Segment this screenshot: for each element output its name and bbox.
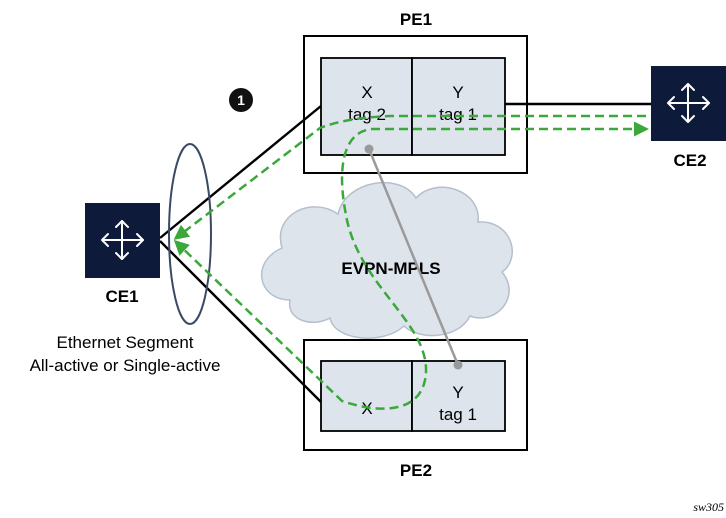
pe2-label: PE2 — [400, 461, 432, 480]
pseudowire-endpoint-pe2 — [453, 360, 463, 370]
pe2-y-tag: tag 1 — [439, 405, 477, 424]
step-marker: 1 — [229, 88, 253, 112]
pe1-label: PE1 — [400, 10, 432, 29]
pe1-router[interactable]: PE1 X tag 2 Y tag 1 — [303, 10, 528, 174]
step-marker-circle — [229, 88, 253, 112]
pseudowire-endpoint-pe1 — [364, 144, 374, 154]
ce2-label: CE2 — [673, 151, 706, 170]
traffic-paths — [173, 114, 649, 410]
pe2-y-name: Y — [452, 383, 463, 402]
pe2-vrf-y[interactable] — [411, 360, 506, 432]
ce2-move-arrows-icon — [667, 83, 710, 123]
ce1-to-pe2-link — [159, 240, 322, 403]
ce1-label: CE1 — [105, 287, 138, 306]
figure-reference-id: sw305 — [693, 500, 724, 514]
ethernet-segment-label: Ethernet Segment — [56, 333, 193, 352]
pe1-y-tag: tag 1 — [439, 105, 477, 124]
step-marker-number: 1 — [237, 92, 245, 108]
pe1-x-name: X — [361, 83, 372, 102]
pe1-x-tag: tag 2 — [348, 105, 386, 124]
ce1-router[interactable]: CE1 — [85, 203, 160, 306]
evpn-mpls-cloud: EVPN-MPLS — [260, 181, 513, 339]
cloud-label: EVPN-MPLS — [341, 259, 440, 278]
pe1-y-name: Y — [452, 83, 463, 102]
ce2-router[interactable]: CE2 — [651, 66, 726, 170]
pe2-router[interactable]: PE2 X Y tag 1 — [303, 339, 528, 480]
ethernet-segment-ellipse — [168, 143, 212, 325]
ce1-move-arrows-icon — [101, 220, 144, 260]
pe2-vrf-x[interactable] — [320, 360, 413, 432]
traffic-path-via-pe2 — [173, 121, 649, 410]
ethernet-segment-mode-label: All-active or Single-active — [30, 356, 221, 375]
